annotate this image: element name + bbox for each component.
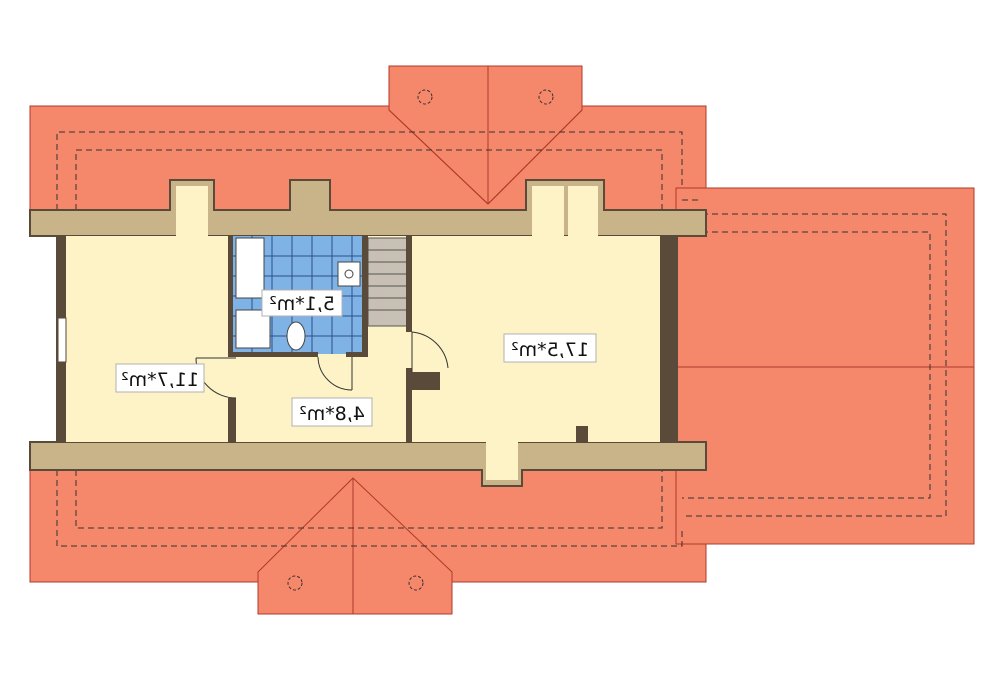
window-left bbox=[57, 317, 67, 363]
bottom-wall-band bbox=[29, 441, 707, 487]
top-dormer-valley-left bbox=[388, 109, 489, 205]
stair-treads bbox=[368, 249, 408, 311]
roof-dashed-outline bbox=[56, 131, 683, 210]
sink-icon bbox=[337, 261, 361, 287]
wall-bath-right bbox=[362, 236, 368, 356]
area-label: 5,1*m² bbox=[269, 293, 335, 315]
toilet-icon bbox=[286, 321, 306, 351]
stairs bbox=[367, 237, 409, 327]
wall-stub-bottom bbox=[576, 426, 588, 442]
roof bbox=[29, 65, 975, 615]
wall-stair-right bbox=[406, 236, 412, 330]
room-label-bathroom: 5,1*m² bbox=[261, 289, 343, 317]
wall-hall-right bbox=[406, 368, 412, 442]
room-label-left-room: 11,7*m² bbox=[115, 363, 205, 393]
garage-dashed-outline bbox=[682, 213, 947, 517]
wall-bath-bottom-right bbox=[346, 352, 368, 357]
bathtub-icon bbox=[235, 237, 265, 299]
walls bbox=[56, 236, 678, 442]
vent-icon bbox=[417, 89, 433, 105]
outer-wall-right bbox=[660, 236, 678, 442]
room-label-right-room: 17,5*m² bbox=[503, 333, 597, 363]
door-swing-right-room bbox=[411, 331, 449, 372]
top-dormer-valley-right bbox=[487, 109, 583, 205]
dormer-bay bbox=[568, 186, 598, 236]
vent-icon bbox=[538, 89, 554, 105]
vent-icon bbox=[287, 575, 303, 591]
garage-roof bbox=[675, 187, 975, 545]
wall-hall-top bbox=[406, 326, 412, 332]
stair-block bbox=[367, 237, 409, 327]
wall-bath-left bbox=[228, 236, 233, 356]
area-label: 11,7*m² bbox=[121, 369, 199, 391]
wall-hall-left-lower bbox=[228, 398, 236, 442]
wall-stub bbox=[412, 372, 440, 390]
sink-drain-icon bbox=[344, 269, 354, 279]
garage-dashed-outline-inner bbox=[682, 199, 931, 499]
area-label: 4,8*m² bbox=[299, 403, 365, 425]
dormer-bay bbox=[532, 186, 564, 236]
area-label: 17,5*m² bbox=[511, 339, 589, 361]
roof-dashed-outline-bottom-inner bbox=[75, 470, 663, 529]
vent-icon bbox=[408, 575, 424, 591]
wall-bath-bottom bbox=[228, 352, 318, 357]
room-label-hall: 4,8*m² bbox=[291, 397, 373, 427]
roof-dashed-outline-inner bbox=[75, 149, 663, 210]
dormer-bay bbox=[486, 442, 518, 480]
door-swing-bathroom bbox=[317, 356, 353, 391]
dormer-bay bbox=[176, 186, 208, 236]
